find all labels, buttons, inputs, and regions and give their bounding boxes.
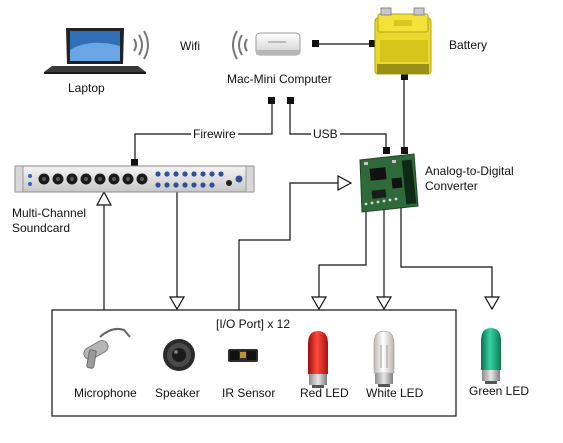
arrow-down-white <box>375 296 393 311</box>
soundcard-label-line2: Soundcard <box>12 221 71 235</box>
usb-line <box>289 101 387 150</box>
adc-label-line1: Analog-to-Digital <box>425 164 514 178</box>
io-port-label: [I/O Port] x 12 <box>216 317 291 331</box>
adc-red-line <box>318 208 367 297</box>
adc-green-line <box>400 208 493 297</box>
speaker-label: Speaker <box>155 386 200 400</box>
connectors <box>131 40 408 166</box>
white-led-label: White LED <box>366 386 424 400</box>
ir-sensor-label: IR Sensor <box>222 386 276 400</box>
arrow-up-soundcard <box>95 190 113 206</box>
arrow-down-green <box>483 296 501 311</box>
ir-sensor-icon <box>228 349 258 362</box>
speaker-icon <box>163 339 195 371</box>
arrowheads <box>95 174 501 311</box>
io-port-box <box>51 309 457 417</box>
ir-adc-line <box>238 182 340 310</box>
wifi-label: Wifi <box>180 39 200 53</box>
usb-label: USB <box>311 127 340 141</box>
red-led-icon <box>308 331 328 388</box>
microphone-icon <box>83 327 131 369</box>
arrow-down-red <box>310 296 328 311</box>
soundcard-icon <box>14 165 255 193</box>
green-led-icon <box>481 328 501 384</box>
mac-mini-label: Mac-Mini Computer <box>227 72 332 86</box>
wifi-icon-mac <box>232 30 248 60</box>
laptop-label: Laptop <box>68 81 105 95</box>
mac-mini-icon <box>255 32 301 56</box>
battery-label: Battery <box>449 38 488 52</box>
battery-icon <box>374 7 432 75</box>
red-led-label: Red LED <box>300 386 349 400</box>
laptop-icon <box>44 28 146 74</box>
firewire-label: Firewire <box>191 127 238 141</box>
microphone-label: Microphone <box>74 386 137 400</box>
adc-label-line2: Converter <box>425 179 478 193</box>
soundcard-label-line1: Multi-Channel <box>12 206 87 220</box>
adc-board-icon <box>359 153 419 213</box>
white-led-icon <box>373 330 395 387</box>
arrow-down-speaker <box>168 296 186 311</box>
green-led-label: Green LED <box>469 384 530 398</box>
wifi-icon <box>133 30 149 60</box>
arrow-right-adc <box>337 174 353 192</box>
